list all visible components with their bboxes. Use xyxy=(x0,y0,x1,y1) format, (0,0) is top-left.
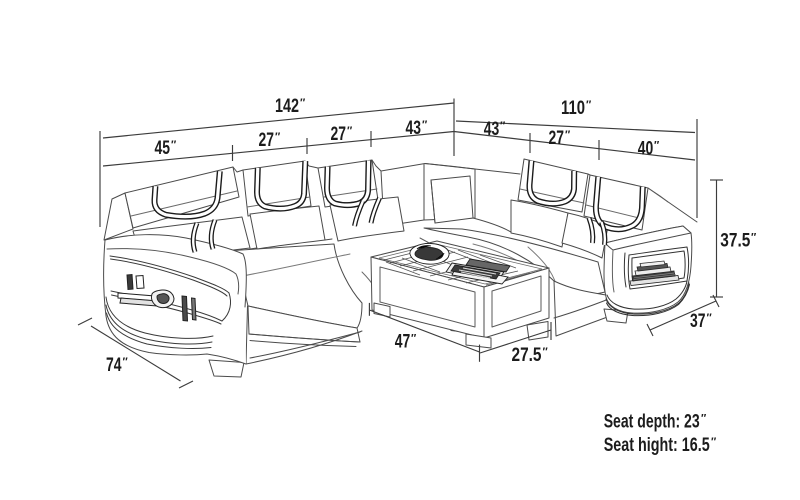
svg-text:″: ″ xyxy=(701,413,707,425)
svg-text:″: ″ xyxy=(422,119,428,131)
svg-text:″: ″ xyxy=(300,97,306,109)
svg-text:27: 27 xyxy=(331,124,347,145)
svg-text:27: 27 xyxy=(549,128,565,149)
svg-text:27.5: 27.5 xyxy=(512,345,542,366)
svg-text:″: ″ xyxy=(751,232,757,244)
svg-text:110: 110 xyxy=(561,98,585,119)
svg-text:″: ″ xyxy=(543,346,549,358)
svg-text:Seat hight: 16.5: Seat hight: 16.5 xyxy=(604,435,710,456)
svg-text:″: ″ xyxy=(654,140,660,152)
svg-text:142: 142 xyxy=(275,96,299,117)
svg-text:47: 47 xyxy=(395,331,411,352)
svg-text:″: ″ xyxy=(411,332,417,344)
svg-text:″: ″ xyxy=(171,139,177,151)
svg-text:43: 43 xyxy=(484,119,500,140)
svg-text:″: ″ xyxy=(586,99,592,111)
svg-text:Seat depth: 23: Seat depth: 23 xyxy=(604,412,700,433)
svg-text:″: ″ xyxy=(347,125,353,137)
svg-text:″: ″ xyxy=(123,356,129,368)
svg-text:″: ″ xyxy=(711,436,717,448)
svg-text:40: 40 xyxy=(638,139,654,160)
svg-text:74: 74 xyxy=(106,355,122,376)
svg-text:43: 43 xyxy=(406,118,422,139)
svg-text:45: 45 xyxy=(155,138,171,159)
svg-text:″: ″ xyxy=(707,312,713,324)
svg-text:″: ″ xyxy=(500,120,506,132)
svg-text:27: 27 xyxy=(259,130,275,151)
svg-text:37.5: 37.5 xyxy=(720,231,750,252)
svg-text:″: ″ xyxy=(275,131,281,143)
svg-text:37: 37 xyxy=(690,311,706,332)
svg-text:″: ″ xyxy=(565,129,571,141)
